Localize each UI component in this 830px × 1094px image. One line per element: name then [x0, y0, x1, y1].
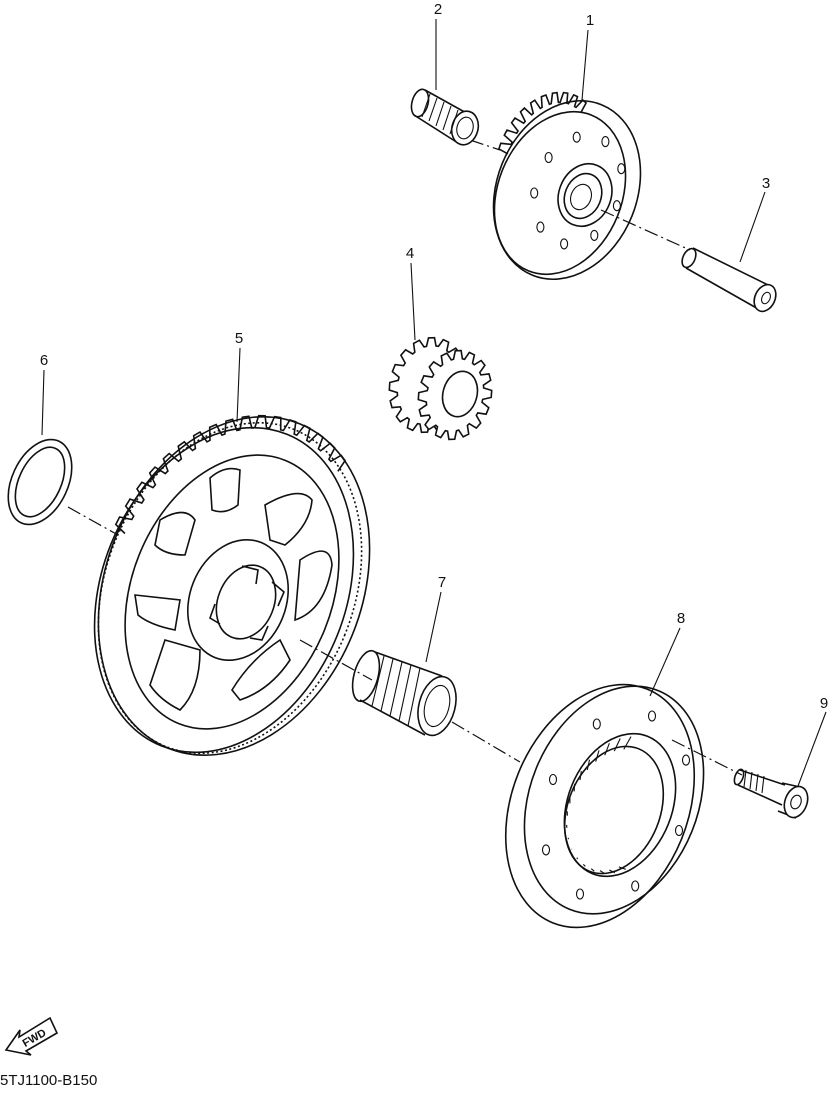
axis-line-bearing-7	[452, 722, 520, 762]
starter-idle-gear-icon	[468, 78, 667, 301]
callout-5: 5	[235, 330, 243, 347]
callout-7: 7	[438, 574, 446, 591]
axis-line-upper	[601, 210, 690, 250]
clutch-roller	[574, 784, 575, 792]
bolt-hole	[683, 755, 690, 765]
bolt-hole	[613, 201, 620, 211]
callout-2: 2	[434, 1, 442, 18]
callout-6: 6	[40, 352, 48, 369]
needle-bearing-icon	[409, 87, 482, 147]
bolt-hole	[545, 153, 552, 163]
axis-line-washer	[68, 507, 118, 535]
bolt-hole	[573, 132, 580, 142]
bolt-hole	[602, 137, 609, 147]
bolt-hole	[632, 881, 639, 891]
fwd-arrow-icon: FWD	[6, 1018, 57, 1055]
clutch-roller	[605, 743, 610, 755]
bolt-hole	[561, 239, 568, 249]
axis-line-gear-5	[300, 640, 372, 680]
bolt-hole	[537, 222, 544, 232]
bolt-hole	[593, 719, 600, 729]
callout-9: 9	[820, 695, 828, 712]
clutch-roller	[577, 858, 578, 859]
washer-icon	[0, 429, 84, 534]
clutch-roller	[583, 864, 585, 866]
bolt-hole	[649, 711, 656, 721]
callout-4: 4	[406, 245, 414, 262]
callout-8: 8	[677, 610, 685, 627]
shaft-icon	[679, 246, 780, 315]
needle-bearing-icon	[348, 648, 462, 740]
clutch-roller	[591, 869, 594, 872]
starter-wheel-gear-icon	[48, 376, 418, 796]
clutch-roller	[614, 739, 620, 752]
bolt-hole	[531, 188, 538, 198]
clutch-roller	[624, 737, 631, 750]
callout-1: 1	[586, 12, 594, 29]
drawing-code: 5TJ1100-B150	[0, 1072, 97, 1089]
clutch-roller	[580, 771, 581, 780]
one-way-clutch-icon	[471, 656, 736, 956]
bolt-hole	[591, 230, 598, 240]
bolt-icon	[733, 768, 812, 821]
bolt-hole	[577, 889, 584, 899]
bolt-hole	[618, 164, 625, 174]
bolt-hole	[676, 826, 683, 836]
callout-3: 3	[762, 175, 770, 192]
bolt-hole	[550, 775, 557, 785]
bolt-hole	[543, 845, 550, 855]
clutch-roller	[600, 871, 604, 874]
double-gear-icon	[389, 338, 491, 440]
axis-line-bearing-2	[470, 140, 500, 150]
